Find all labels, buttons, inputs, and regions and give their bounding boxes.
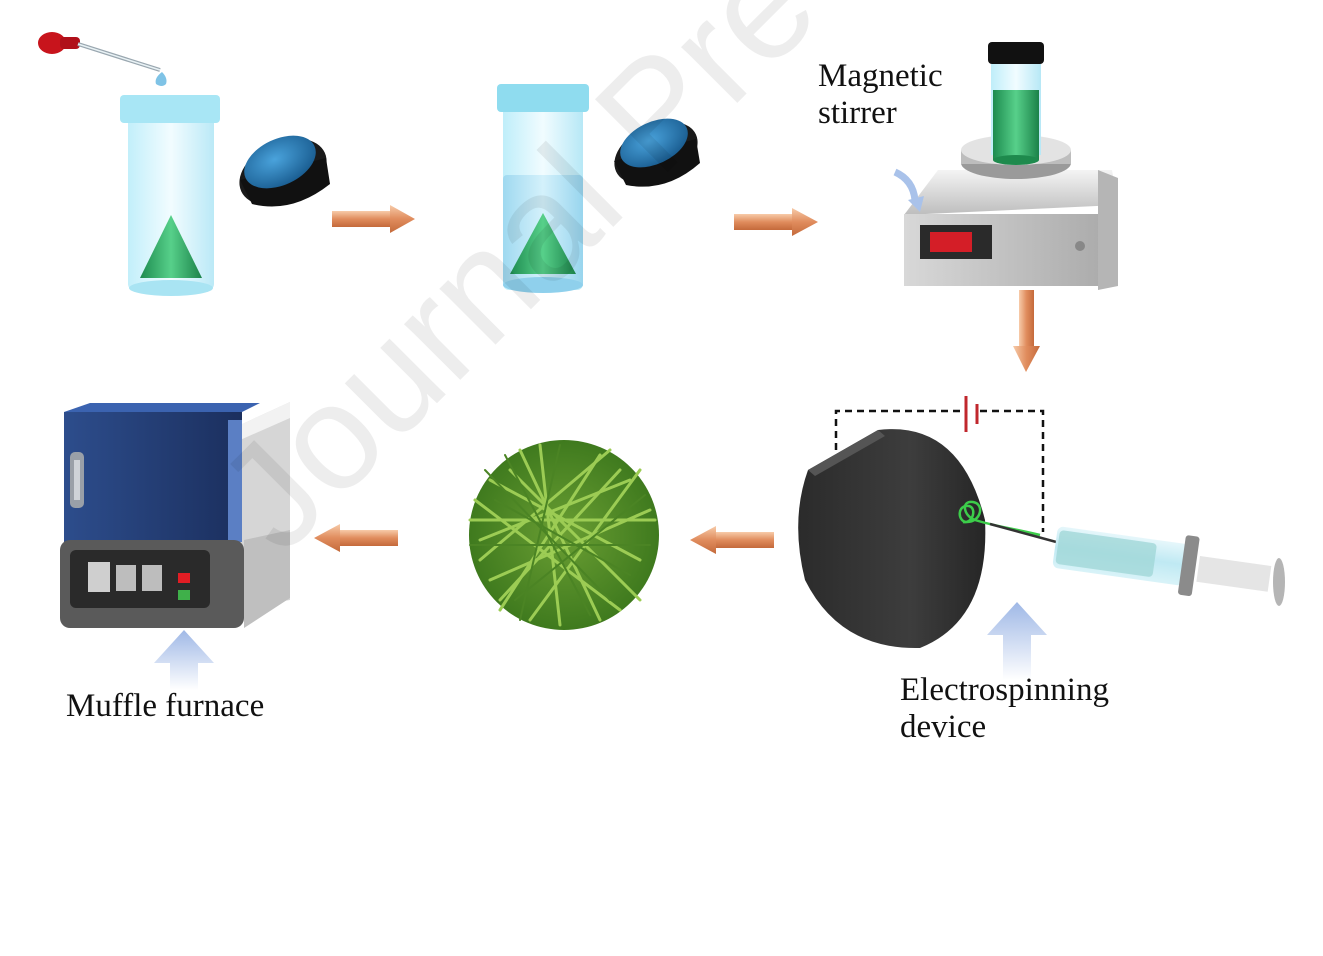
process-arrow <box>314 524 398 552</box>
electrospinning-label-line1: Electrospinning <box>900 672 1109 708</box>
collector-disc-icon <box>798 429 986 649</box>
vial-icon <box>497 84 589 293</box>
process-diagram: Journal Pre-proof Magnetic stirrer Elect… <box>38 0 1285 747</box>
muffle-furnace-icon <box>60 402 290 628</box>
battery-icon <box>834 396 1045 532</box>
vial-icon <box>120 95 220 296</box>
cap-icon <box>239 135 330 207</box>
magnetic-stirrer-label-line1: Magnetic <box>818 58 943 94</box>
magnetic-stirrer-label: Magnetic stirrer <box>818 58 943 133</box>
process-arrow <box>332 205 415 233</box>
stirrer-icon <box>893 42 1118 290</box>
process-arrow <box>734 208 818 236</box>
syringe-icon <box>989 522 1285 606</box>
fiber-jet-icon <box>958 500 1041 537</box>
process-arrow <box>1013 290 1040 372</box>
electrospinning-label: Electrospinning device <box>900 672 1109 747</box>
process-arrow <box>690 526 774 554</box>
fiber-mat-icon <box>468 440 659 630</box>
muffle-furnace-label: Muffle furnace <box>66 688 265 724</box>
electrospinning-pointer <box>987 602 1047 680</box>
diagram-canvas <box>38 32 1285 690</box>
muffle-furnace-pointer <box>154 630 214 690</box>
electrospinning-label-line2: device <box>900 709 987 746</box>
dropper-icon <box>38 32 167 86</box>
magnetic-stirrer-label-line2: stirrer <box>818 95 897 132</box>
cap-icon <box>614 118 700 187</box>
